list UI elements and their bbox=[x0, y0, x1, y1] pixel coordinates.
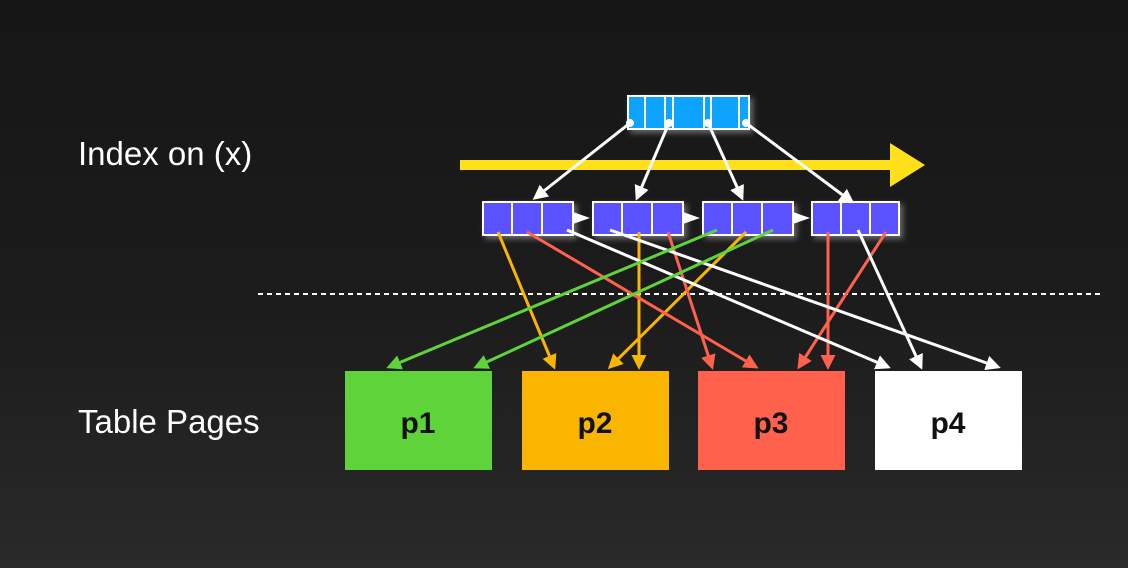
svg-text:p2: p2 bbox=[577, 407, 612, 440]
white-pointers bbox=[566, 228, 1001, 371]
leaf-node-1 bbox=[482, 201, 574, 236]
table-page-p1: p1 bbox=[345, 371, 492, 470]
table-page-p4: p4 bbox=[875, 371, 1022, 470]
svg-text:p1: p1 bbox=[400, 407, 435, 440]
leaf-node-3 bbox=[702, 201, 794, 236]
leaf-sibling-links bbox=[573, 212, 810, 224]
svg-text:p4: p4 bbox=[930, 407, 965, 440]
scan-arrow bbox=[460, 143, 925, 187]
red-pointers bbox=[526, 230, 888, 370]
index-label: Index on (x) bbox=[78, 135, 253, 172]
table-pages-label: Table Pages bbox=[78, 403, 260, 440]
root-node bbox=[627, 95, 750, 130]
table-page-p3: p3 bbox=[698, 371, 845, 470]
leaf-node-4 bbox=[811, 201, 900, 236]
svg-text:p3: p3 bbox=[753, 407, 788, 440]
table-page-p2: p2 bbox=[522, 371, 669, 470]
green-pointers bbox=[386, 228, 774, 370]
leaf-node-2 bbox=[592, 201, 684, 236]
root-pointers bbox=[532, 119, 855, 204]
